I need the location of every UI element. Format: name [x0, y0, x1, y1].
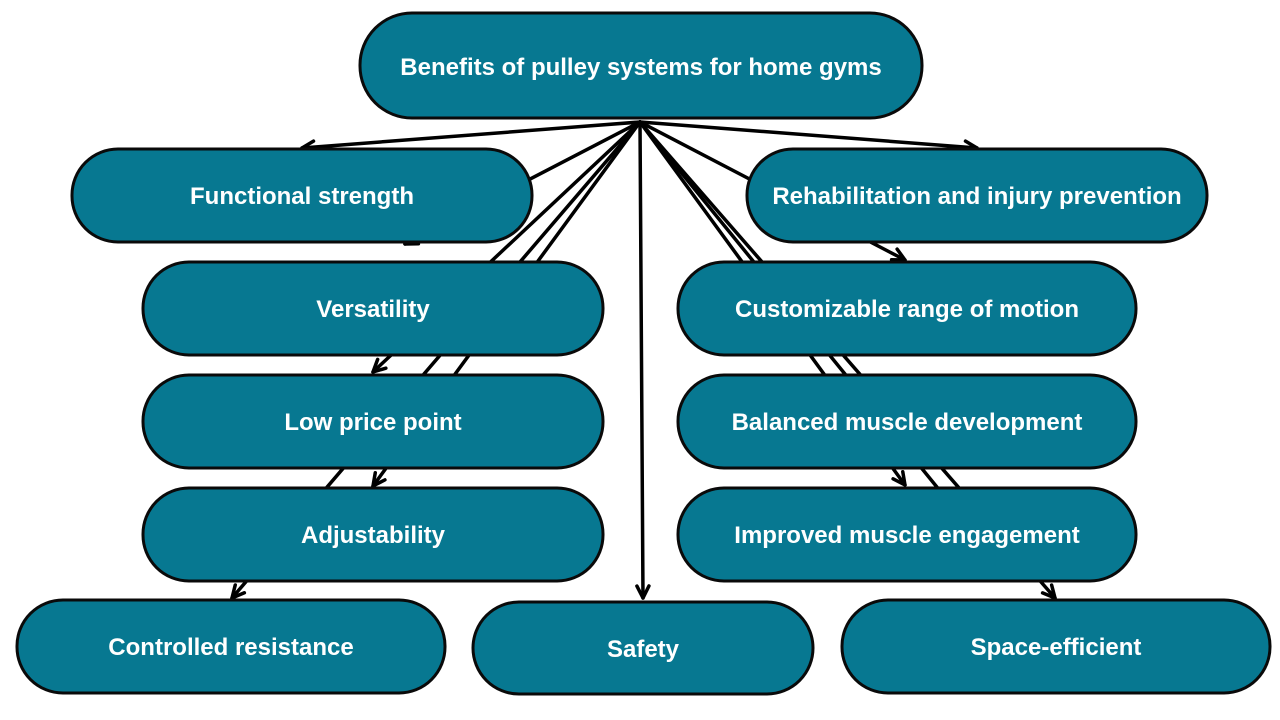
node-versatility: Versatility [141, 260, 605, 357]
node-low-price-point-label: Low price point [284, 409, 461, 436]
node-space-efficient-label: Space-efficient [971, 634, 1142, 661]
node-rehabilitation: Rehabilitation and injury prevention [745, 147, 1209, 244]
node-root: Benefits of pulley systems for home gyms [358, 11, 924, 120]
node-functional-strength: Functional strength [70, 147, 534, 244]
edge-to-functional-strength [300, 120, 642, 150]
node-controlled-resistance-label: Controlled resistance [108, 634, 353, 661]
node-root-label: Benefits of pulley systems for home gyms [400, 54, 881, 81]
node-improved-engagement: Improved muscle engagement [676, 486, 1138, 583]
node-rehabilitation-label: Rehabilitation and injury prevention [772, 183, 1181, 210]
node-controlled-resistance: Controlled resistance [15, 598, 447, 695]
node-customizable-rom-label: Customizable range of motion [735, 296, 1079, 323]
arrowhead-controlled-resistance [230, 583, 247, 600]
node-versatility-label: Versatility [316, 296, 430, 323]
edge-to-rehabilitation [638, 120, 979, 150]
arrowhead-adjustability [371, 471, 387, 488]
node-customizable-rom: Customizable range of motion [676, 260, 1138, 357]
node-root-box [358, 11, 924, 120]
node-adjustability: Adjustability [141, 486, 605, 583]
node-balanced-muscle: Balanced muscle development [676, 373, 1138, 470]
node-safety-label: Safety [607, 636, 680, 663]
arrowhead-low-price-point [371, 357, 388, 374]
node-space-efficient: Space-efficient [840, 598, 1272, 695]
arrowhead-safety [635, 584, 651, 600]
edge-to-safety [638, 120, 645, 600]
node-balanced-muscle-label: Balanced muscle development [732, 409, 1083, 436]
node-functional-strength-label: Functional strength [190, 183, 414, 210]
node-adjustability-label: Adjustability [301, 522, 446, 549]
arrowhead-balanced-muscle [891, 470, 907, 487]
node-low-price-point: Low price point [141, 373, 605, 470]
arrowhead-customizable-rom [889, 247, 907, 262]
node-safety: Safety [471, 600, 815, 696]
arrowhead-space-efficient [1040, 583, 1057, 600]
node-improved-engagement-label: Improved muscle engagement [734, 522, 1079, 549]
